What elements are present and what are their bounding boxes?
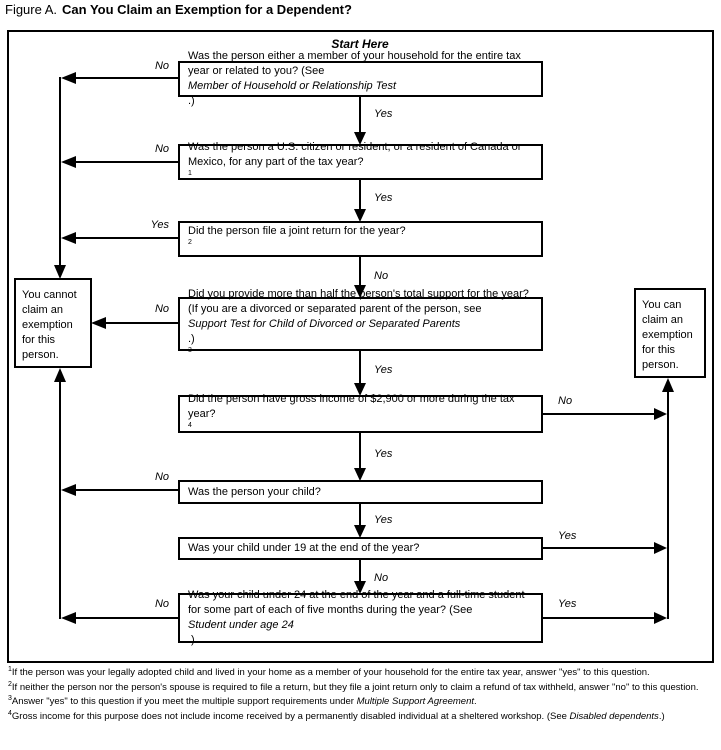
- connector-q7-no-down: [354, 560, 366, 594]
- branch-label-q8-yes: Yes: [558, 598, 577, 610]
- question-box-5: Did the person have gross income of $2,9…: [178, 393, 543, 433]
- footnotes: 1If the person was your legally adopted …: [4, 666, 717, 724]
- branch-label-q7-no: No: [374, 572, 389, 584]
- page-title: Figure A. Can You Claim an Exemption for …: [5, 2, 352, 17]
- question-box-8: Was your child under 24 at the end of th…: [178, 589, 543, 646]
- branch-label-q4-yes: Yes: [374, 364, 393, 376]
- connector-q6-no-left: [61, 484, 178, 496]
- connector-left-trunk-lower: [54, 368, 66, 619]
- branch-label-q7-yes: Yes: [558, 530, 577, 542]
- question-box-7: Was your child under 19 at the end of th…: [178, 537, 543, 560]
- connector-q8-no-left: [61, 612, 178, 624]
- connector-q4-yes-down: [354, 351, 366, 396]
- branch-label-q2-yes: Yes: [374, 192, 393, 204]
- branch-label-q5-yes: Yes: [374, 448, 393, 460]
- flowchart-connectors: [54, 72, 674, 624]
- branch-label-q1-no: No: [154, 60, 169, 72]
- connector-q3-no-down: [354, 257, 366, 298]
- branch-label-q6-yes: Yes: [374, 514, 393, 526]
- title-main: Can You Claim an Exemption for a Depende…: [62, 2, 352, 17]
- branch-label-q5-no: No: [558, 395, 573, 407]
- branch-label-q8-no: No: [154, 598, 169, 610]
- branch-label-q6-no: No: [154, 471, 169, 483]
- connector-q8-yes-right: [543, 612, 667, 624]
- branch-label-q2-no: No: [154, 143, 169, 155]
- connector-q1-no-left: [61, 72, 178, 84]
- connector-q5-yes-down: [354, 433, 366, 481]
- connector-q5-no-right: [543, 408, 667, 420]
- connector-q3-yes-left: [61, 232, 178, 244]
- connector-left-trunk-upper: [54, 77, 66, 279]
- result-box-can-claim: You can claim an exemption for this pers…: [634, 288, 706, 378]
- connector-q6-yes-down: [354, 504, 366, 538]
- branch-label-q1-yes: Yes: [374, 108, 393, 120]
- branch-label-q3-yes: Yes: [150, 219, 169, 231]
- connector-q4-no-left: [91, 317, 178, 329]
- footnote-3: 3Answer "yes" to this question if you me…: [8, 695, 477, 707]
- footnote-1: 1If the person was your legally adopted …: [8, 666, 650, 678]
- flowchart-container: Start Here Was the person either a membe…: [7, 30, 714, 663]
- question-box-3: Did the person file a joint return for t…: [178, 221, 543, 257]
- connector-q7-yes-right: [543, 542, 667, 554]
- start-here-label: Start Here: [331, 37, 389, 51]
- question-box-2: Was the person a U.S. citizen or residen…: [178, 141, 543, 180]
- question-box-6: Was the person your child?: [178, 480, 543, 504]
- footnote-2: 2If neither the person nor the person's …: [8, 680, 699, 693]
- title-prefix: Figure A.: [5, 2, 58, 17]
- connector-right-trunk: [662, 378, 674, 619]
- result-box-cannot-claim: You cannot claim an exemption for this p…: [14, 278, 92, 368]
- question-box-1: Was the person either a member of your h…: [178, 50, 543, 107]
- branch-label-q3-no: No: [374, 270, 389, 282]
- question-box-4: Did you provide more than half the perso…: [178, 288, 543, 354]
- connector-q1-yes-down: [354, 97, 366, 145]
- connector-q2-yes-down: [354, 180, 366, 222]
- connector-q2-no-left: [61, 156, 178, 168]
- branch-label-q4-no: No: [154, 303, 169, 315]
- footnote-4: 4Gross income for this purpose does not …: [8, 709, 665, 722]
